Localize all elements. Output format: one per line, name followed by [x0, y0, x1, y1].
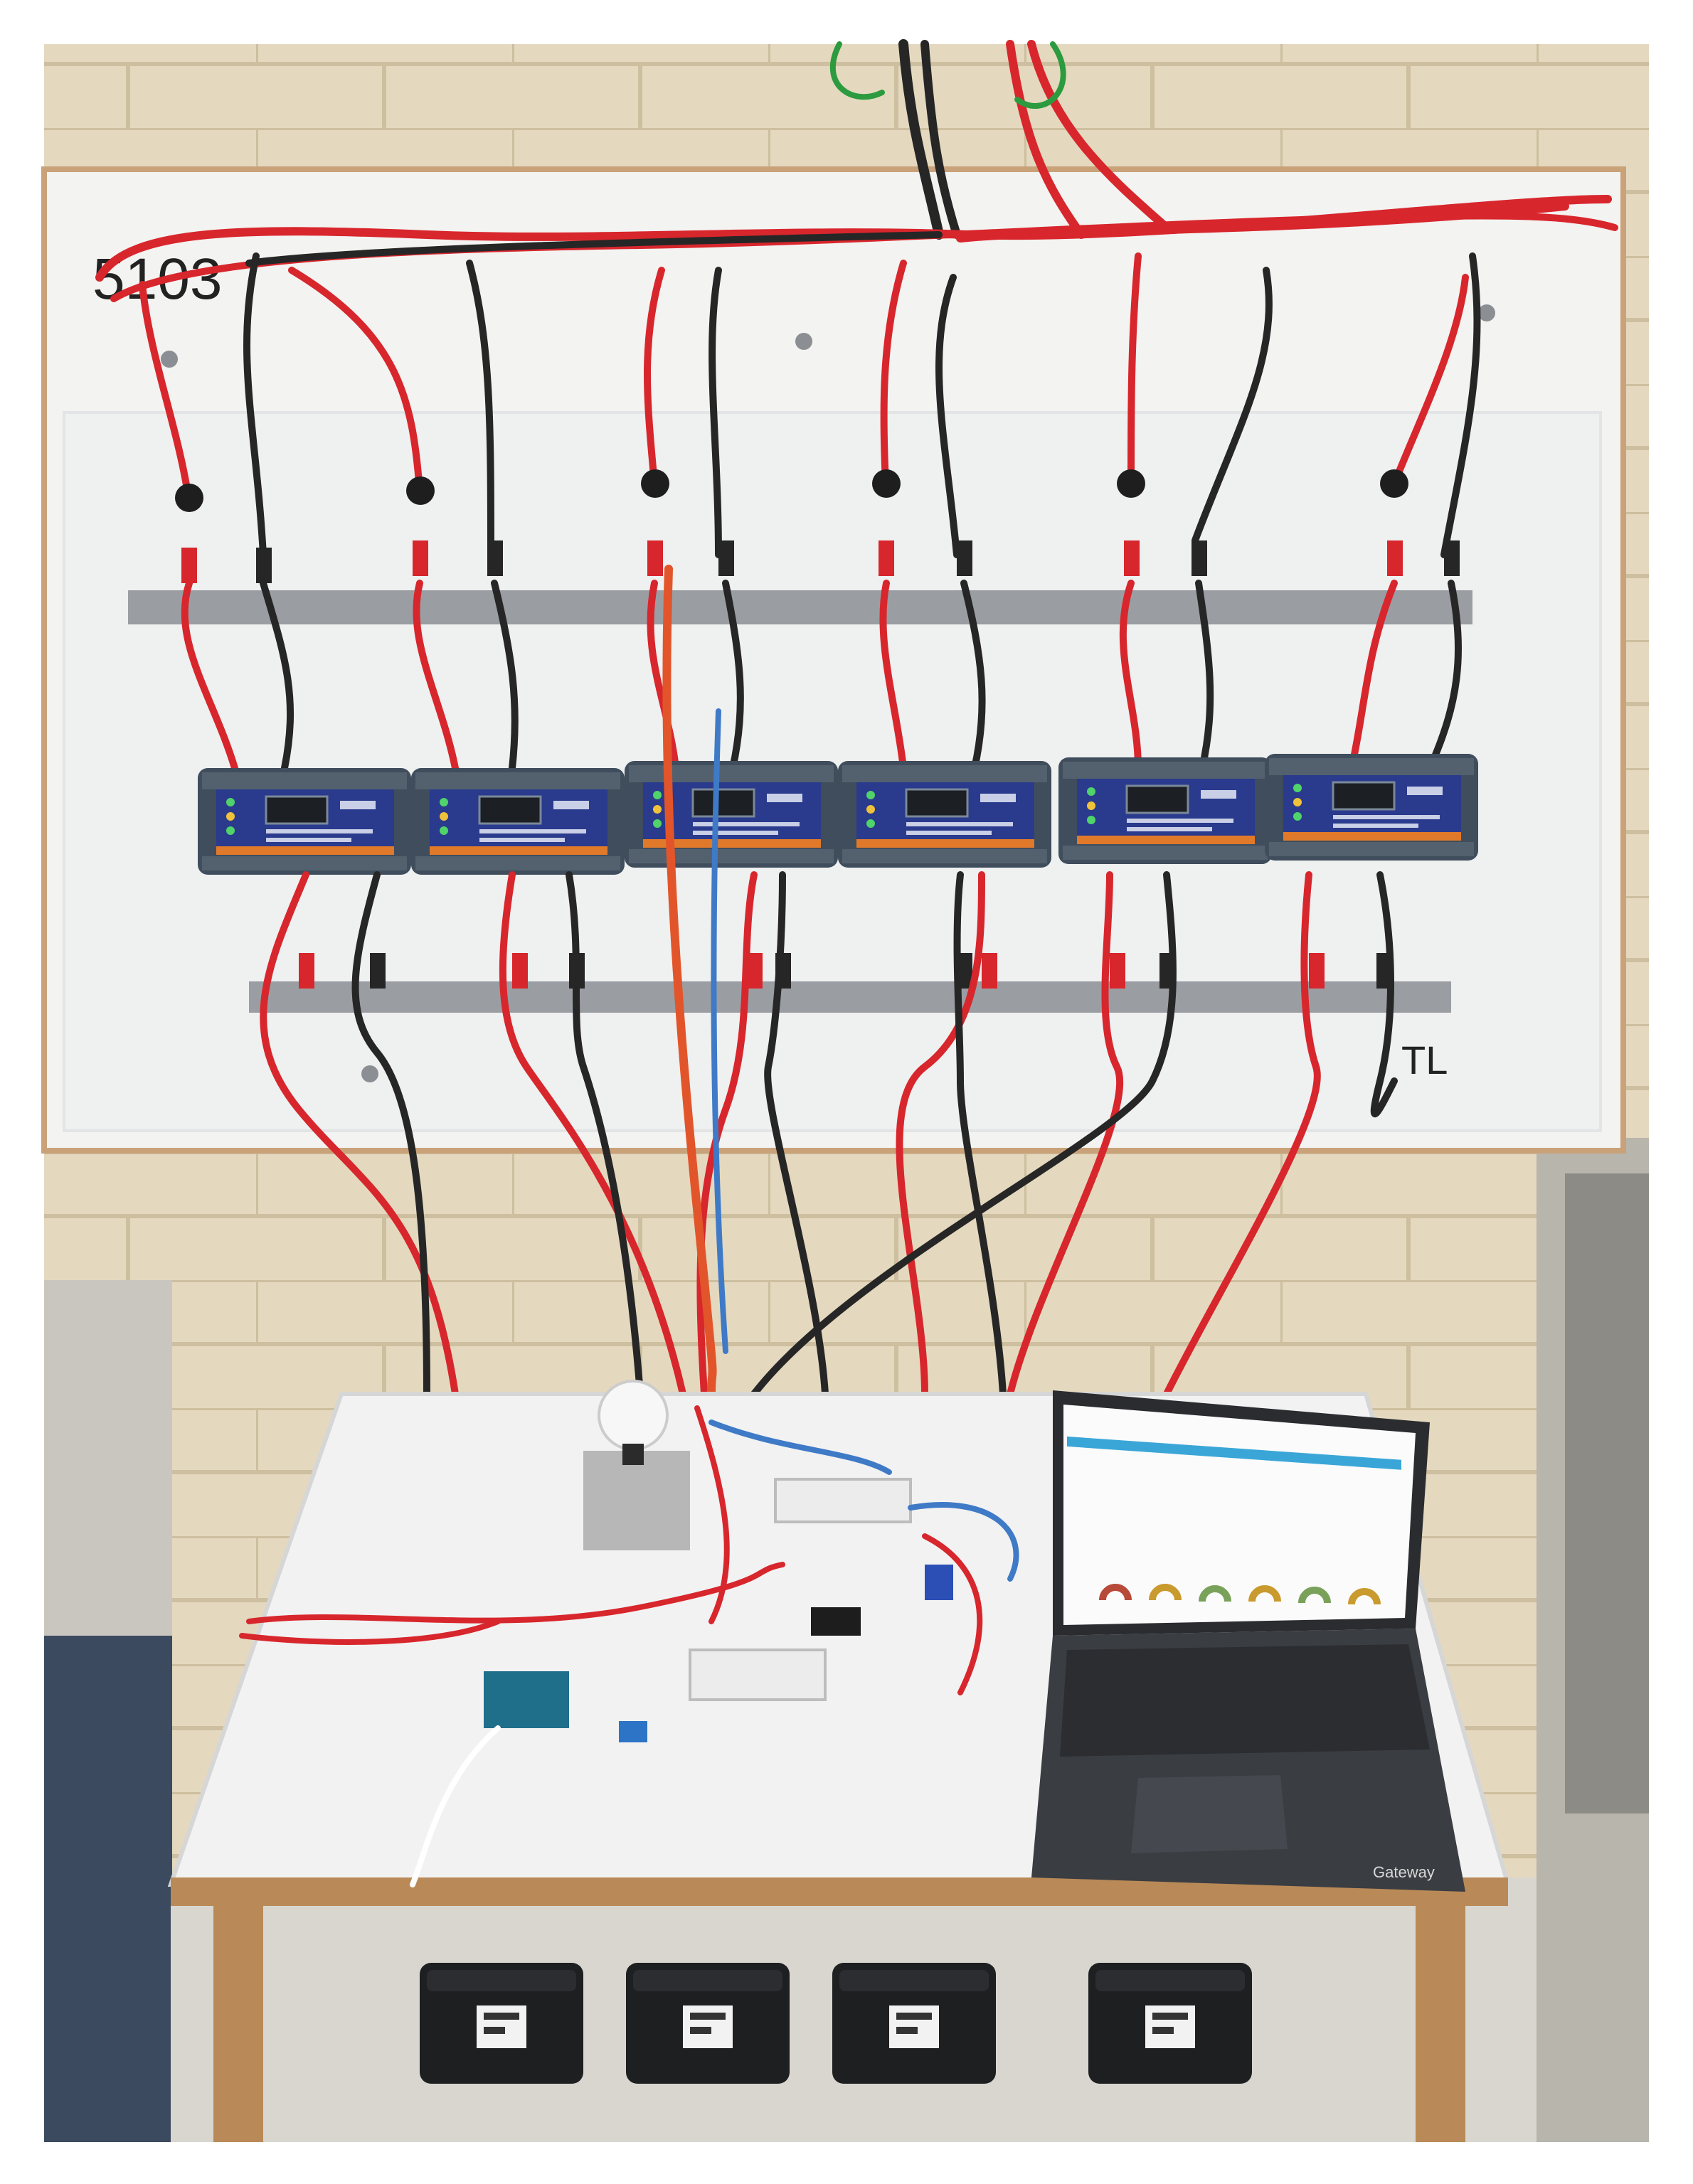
- table-wires: [239, 1405, 1019, 1887]
- breadboard-upper: [774, 1478, 912, 1523]
- charge-controller-6: [1263, 752, 1480, 862]
- charge-controller-5: [1057, 756, 1273, 865]
- breadboard-lower: [689, 1648, 827, 1701]
- table-leg-left: [213, 1906, 263, 2142]
- laptop-touchpad: [1131, 1775, 1288, 1853]
- overhead-cable-bundle: [95, 39, 1618, 302]
- dc-converter: [811, 1607, 861, 1636]
- lamp-fixture: [583, 1380, 690, 1550]
- upper-terminal-rail: [128, 590, 1472, 624]
- lower-terminal-rail: [249, 981, 1451, 1013]
- board-label-initials: TL: [1401, 1038, 1448, 1082]
- table-leg-right: [1416, 1906, 1465, 2142]
- sensor-module: [619, 1721, 647, 1742]
- laptop-brand: Gateway: [1373, 1863, 1435, 1881]
- dashboard-gauges: [1099, 1584, 1381, 1605]
- inline-fuses: [175, 469, 1408, 512]
- charge-controller-2: [410, 767, 626, 876]
- battery-4: [1088, 1963, 1252, 2084]
- output-wires: [260, 565, 1398, 1398]
- wall-corner-left-dark: [44, 1636, 172, 2142]
- charge-controller-4: [837, 760, 1053, 869]
- laptop-keyboard: [1060, 1644, 1430, 1757]
- laptop: Gateway: [1031, 1390, 1465, 1892]
- controller-jumper-wires: [181, 580, 1462, 772]
- raspberry-pi: [484, 1671, 569, 1728]
- relay-module: [925, 1565, 953, 1600]
- charge-controller-1: [196, 767, 413, 876]
- battery-1: [420, 1963, 583, 2084]
- battery-3: [832, 1963, 996, 2084]
- battery-2: [626, 1963, 790, 2084]
- charge-controller-3: [623, 760, 839, 869]
- trash-bin: [1565, 1173, 1649, 1813]
- controller-input-wires: [139, 252, 1481, 558]
